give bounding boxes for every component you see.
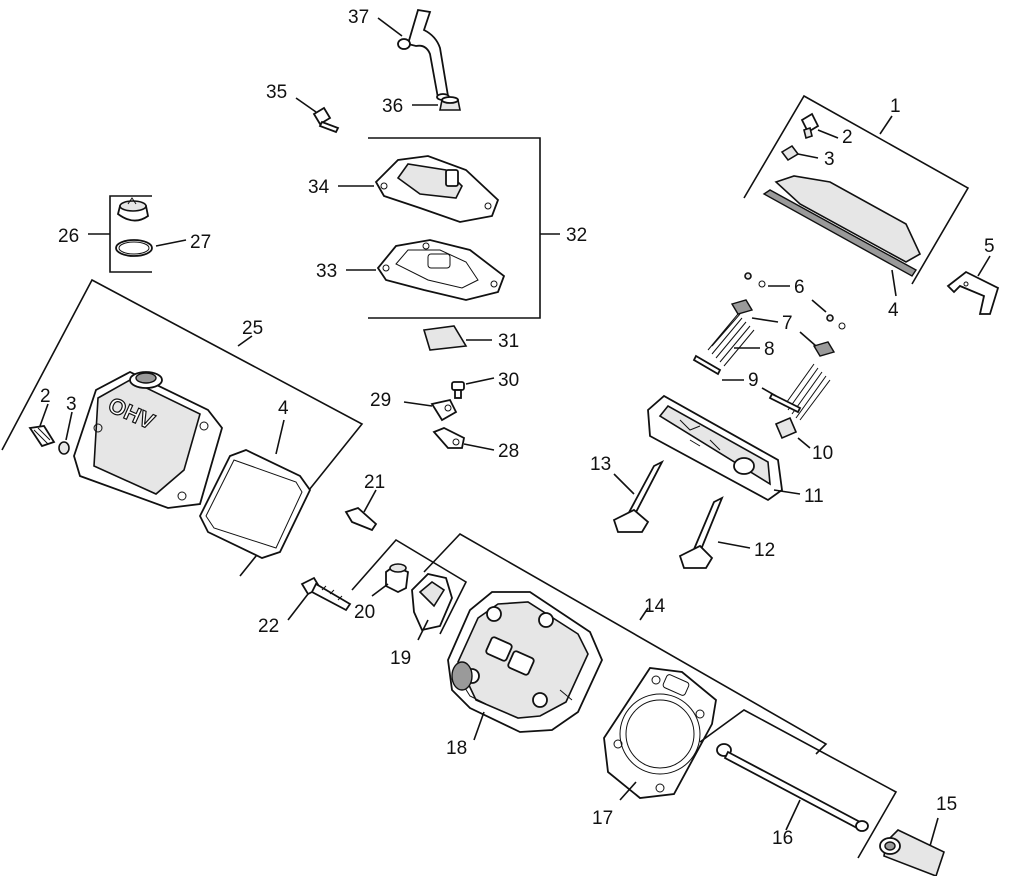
part-16-push-rod: [716, 743, 869, 832]
callout-22: 22: [258, 616, 279, 637]
callout-20: 20: [354, 602, 375, 623]
part-2-screw-left: [28, 425, 56, 448]
callout-34: 34: [308, 177, 330, 198]
part-25-valve-cover: OHV: [73, 370, 223, 509]
part-21-screw: [344, 506, 378, 532]
callout-4-left: 4: [278, 398, 289, 419]
part-2-screw-right: [800, 112, 820, 140]
part-4-gasket-left: [198, 449, 312, 559]
callout-3-right: 3: [824, 149, 835, 170]
callout-13: 13: [590, 454, 611, 475]
callout-31: 31: [498, 331, 519, 352]
part-1-rocker-cover: [762, 175, 922, 277]
part-3-washer-left: [58, 441, 70, 455]
part-8-valve-spring: [707, 313, 831, 421]
part-12-valve: [678, 496, 724, 569]
callout-37: 37: [348, 7, 369, 28]
callout-32: 32: [566, 225, 587, 246]
callout-25: 25: [242, 318, 263, 339]
part-31-breather-filter: [422, 325, 468, 351]
part-22-stud: [300, 576, 352, 612]
callout-29: 29: [370, 390, 391, 411]
callout-6: 6: [794, 277, 805, 298]
callout-11: 11: [804, 486, 824, 507]
callout-19: 19: [390, 648, 411, 669]
part-5-bracket: [946, 270, 1000, 315]
callout-2-right: 2: [842, 127, 853, 148]
part-30-screw: [451, 381, 465, 399]
part-36-hose-clamp: [439, 96, 461, 111]
part-20-sleeve: [385, 563, 409, 594]
part-37-breather-tube: [397, 8, 450, 101]
callout-28: 28: [498, 441, 519, 462]
part-34-breather-cover: [374, 155, 500, 223]
callout-17: 17: [592, 808, 613, 829]
part-3-washer-right: [780, 144, 800, 162]
part-19-rocker-bracket: [411, 573, 453, 632]
part-29-terminal: [430, 398, 458, 422]
callout-1: 1: [890, 96, 901, 117]
part-15-tappet: [879, 829, 945, 876]
callout-16: 16: [772, 828, 793, 849]
callout-8: 8: [764, 339, 775, 360]
callout-10: 10: [812, 443, 833, 464]
callout-14: 14: [644, 596, 666, 617]
callout-3-left: 3: [66, 394, 77, 415]
part-9-valve-seal: [692, 354, 802, 414]
part-11-rocker-arm-assembly: [647, 394, 783, 502]
part-33-breather-gasket: [376, 239, 506, 301]
part-35-bolt: [312, 106, 340, 134]
part-17-head-gasket: [603, 667, 717, 799]
callout-27: 27: [190, 232, 211, 253]
part-10-spring-retainer: [774, 416, 798, 440]
part-28-terminal: [432, 427, 466, 449]
callout-36: 36: [382, 96, 403, 117]
callout-2-left: 2: [40, 386, 51, 407]
part-27-o-ring: [115, 239, 153, 257]
part-6-retainer: [744, 272, 846, 330]
callout-18: 18: [446, 738, 467, 759]
callout-21: 21: [364, 472, 385, 493]
part-13-valve: [612, 459, 665, 533]
callout-4-right: 4: [888, 300, 899, 321]
callout-33: 33: [316, 261, 337, 282]
callout-30: 30: [498, 370, 519, 391]
callout-35: 35: [266, 82, 287, 103]
callout-5: 5: [984, 236, 995, 257]
callout-26: 26: [58, 226, 79, 247]
callout-9: 9: [748, 370, 759, 391]
part-7-spring-cap: [730, 299, 836, 357]
callout-12: 12: [754, 540, 775, 561]
callout-7: 7: [782, 313, 793, 334]
part-26-oil-fill-cap: [116, 197, 149, 222]
callout-15: 15: [936, 794, 957, 815]
part-18-cylinder-head: [447, 591, 603, 733]
